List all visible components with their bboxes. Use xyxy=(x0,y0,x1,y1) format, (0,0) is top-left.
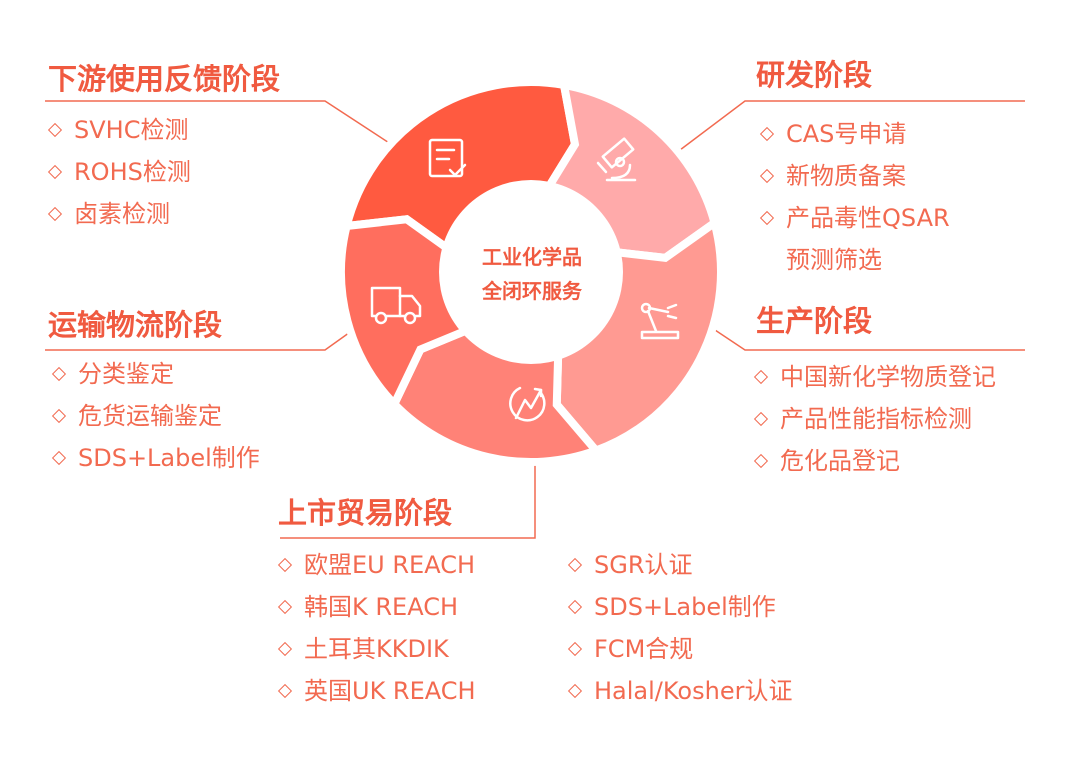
list-item: 土耳其KKDIK xyxy=(274,628,476,670)
list-item: CAS号申请 xyxy=(756,113,950,155)
list-production: 中国新化学物质登记 产品性能指标检测 危化品登记 xyxy=(750,356,996,482)
diamond-bullet-icon xyxy=(51,366,67,382)
list-item: SVHC检测 xyxy=(44,109,191,151)
stage-title-downstream: 下游使用反馈阶段 xyxy=(48,62,281,96)
list-item: SDS+Label制作 xyxy=(564,586,792,628)
microscope-icon xyxy=(596,137,637,182)
connector-downstream xyxy=(45,100,401,151)
diamond-bullet-icon xyxy=(47,122,63,138)
growth-chart-icon xyxy=(509,386,546,422)
list-item: 英国UK REACH xyxy=(274,670,476,712)
diamond-bullet-icon xyxy=(753,411,769,427)
diamond-bullet-icon xyxy=(567,641,583,657)
list-rd: CAS号申请 新物质备案 产品毒性QSAR 预测筛选 xyxy=(756,113,950,281)
list-item: 产品性能指标检测 xyxy=(750,398,996,440)
center-circle xyxy=(439,180,623,364)
stage-title-production: 生产阶段 xyxy=(756,304,873,338)
list-item: SGR认证 xyxy=(564,544,792,586)
diamond-bullet-icon xyxy=(759,168,775,184)
robot-arm-icon xyxy=(640,302,680,340)
diamond-bullet-icon xyxy=(51,450,67,466)
diamond-bullet-icon xyxy=(759,126,775,142)
list-item: 中国新化学物质登记 xyxy=(750,356,996,398)
list-item: ROHS检测 xyxy=(44,151,191,193)
stage-title-transport: 运输物流阶段 xyxy=(48,308,223,342)
diamond-bullet-icon xyxy=(753,453,769,469)
diamond-bullet-icon xyxy=(277,557,293,573)
list-item: SDS+Label制作 xyxy=(48,437,260,479)
list-item: 危化品登记 xyxy=(750,440,996,482)
diamond-bullet-icon xyxy=(567,599,583,615)
list-item: 分类鉴定 xyxy=(48,353,260,395)
list-item: FCM合规 xyxy=(564,628,792,670)
list-downstream: SVHC检测 ROHS检测 卤素检测 xyxy=(44,109,191,235)
diamond-bullet-icon xyxy=(277,683,293,699)
diamond-bullet-icon xyxy=(567,557,583,573)
document-check-icon xyxy=(428,138,467,178)
list-item: 新物质备案 xyxy=(756,155,950,197)
connector-rd xyxy=(679,100,1025,151)
list-item: 韩国K REACH xyxy=(274,586,476,628)
list-item: 危货运输鉴定 xyxy=(48,395,260,437)
diamond-bullet-icon xyxy=(277,599,293,615)
stage-title-rd: 研发阶段 xyxy=(756,58,873,92)
list-item: 欧盟EU REACH xyxy=(274,544,476,586)
list-item: 卤素检测 xyxy=(44,193,191,235)
list-item: Halal/Kosher认证 xyxy=(564,670,792,712)
list-market-right: SGR认证 SDS+Label制作 FCM合规 Halal/Kosher认证 xyxy=(564,544,792,712)
connector-market xyxy=(280,460,536,539)
diamond-bullet-icon xyxy=(759,210,775,226)
diamond-bullet-icon xyxy=(567,683,583,699)
diamond-bullet-icon xyxy=(753,369,769,385)
diamond-bullet-icon xyxy=(47,164,63,180)
list-transport: 分类鉴定 危货运输鉴定 SDS+Label制作 xyxy=(48,353,260,479)
list-market-left: 欧盟EU REACH 韩国K REACH 土耳其KKDIK 英国UK REACH xyxy=(274,544,476,712)
stage-title-market: 上市贸易阶段 xyxy=(278,496,453,530)
truck-icon xyxy=(370,286,422,325)
list-item: 产品毒性QSAR xyxy=(756,197,950,239)
diamond-bullet-icon xyxy=(51,408,67,424)
center-label: 工业化学品全闭环服务 xyxy=(482,245,582,303)
diamond-bullet-icon xyxy=(277,641,293,657)
list-item: 预测筛选 xyxy=(786,246,882,274)
diamond-bullet-icon xyxy=(47,206,63,222)
